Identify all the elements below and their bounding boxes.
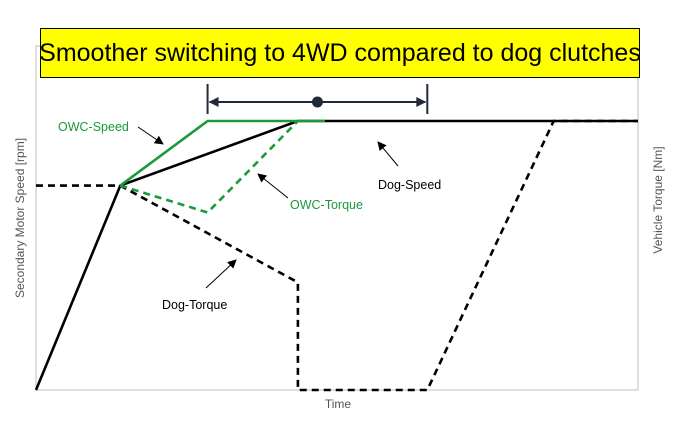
series-line-dog-torque [36,119,638,392]
arrow-owc-speed [137,126,164,145]
annotation-dog-speed: Dog-Speed [377,141,441,192]
arrow-owc-torque [257,173,289,199]
annotation-owc-torque: OWC-Torque [257,173,363,212]
series-layer [34,119,638,392]
y2-axis-label: Vehicle Torque [Nm] [651,146,665,253]
series-line-owc-speed [119,119,325,187]
chart-title: Smoother switching to 4WD compared to do… [39,38,641,67]
chart-axes [35,45,639,391]
annotation-owc-speed: OWC-Speed [58,120,164,145]
label-owc-torque: OWC-Torque [290,198,363,212]
label-owc-speed: OWC-Speed [58,120,129,134]
bracket-center-dot [311,96,323,108]
bracket-arrow-right [416,97,427,107]
y-axis-label: Secondary Motor Speed [rpm] [13,138,27,298]
arrow-dog-speed [377,141,399,167]
label-dog-speed: Dog-Speed [378,178,441,192]
x-axis-label: Time [325,397,352,411]
series-line-owc-torque [119,120,299,214]
arrow-dog-torque [205,259,237,289]
shift-duration-bracket [206,84,429,114]
annotation-dog-torque: Dog-Torque [162,259,237,312]
bracket-arrow-left [208,97,219,107]
plot-frame [35,45,639,391]
chart-title-banner: Smoother switching to 4WD compared to do… [39,28,641,78]
series-line-dog-speed [34,119,638,391]
label-dog-torque: Dog-Torque [162,298,227,312]
